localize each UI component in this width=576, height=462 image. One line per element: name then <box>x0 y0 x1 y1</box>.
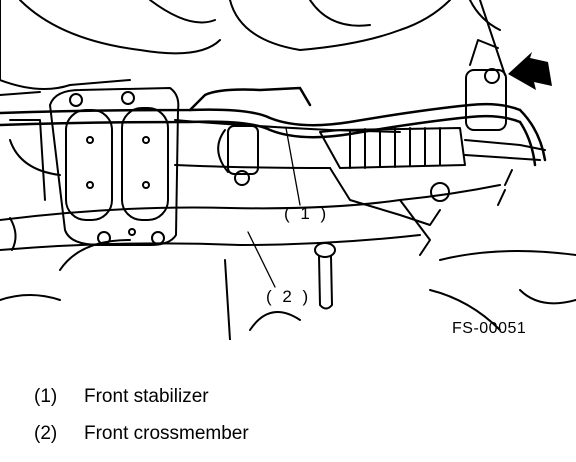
front-crossmember <box>0 184 501 256</box>
stabilizer-bushing <box>465 39 507 131</box>
background-structure <box>0 0 576 340</box>
legend-number: (1) <box>34 386 58 407</box>
stabilizer-illustration <box>0 0 576 340</box>
callout-1: ( 1 ) <box>284 204 330 223</box>
legend-label: Front crossmember <box>84 423 249 444</box>
callout-2: ( 2 ) <box>266 287 312 306</box>
leader-lines <box>247 127 301 288</box>
legend-item: (1) Front stabilizer <box>34 386 209 408</box>
steering-rack <box>174 119 546 226</box>
location-arrow <box>508 52 552 90</box>
front-stabilizer-bar <box>0 86 547 167</box>
vertical-rod <box>314 242 336 310</box>
legend-number: (2) <box>34 423 58 444</box>
legend-label: Front stabilizer <box>84 386 209 407</box>
legend-item: (2) Front crossmember <box>34 423 249 445</box>
figure-code: FS-00051 <box>452 320 527 337</box>
